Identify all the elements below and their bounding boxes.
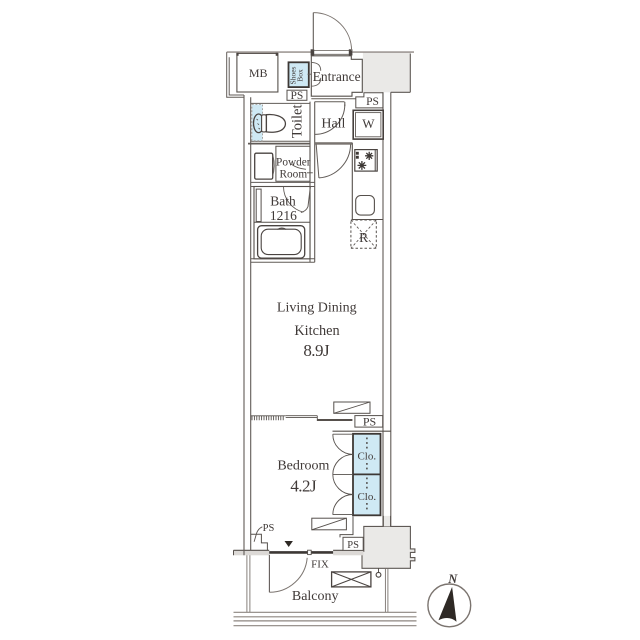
svg-text:PS: PS [363,415,376,429]
svg-text:PS: PS [291,90,304,102]
svg-text:Hall: Hall [321,117,345,132]
svg-text:N: N [447,572,458,586]
svg-text:Balcony: Balcony [292,589,339,604]
svg-text:Toilet: Toilet [290,104,306,138]
svg-text:Living Dining: Living Dining [277,301,357,316]
svg-text:Clo.: Clo. [357,451,376,463]
svg-text:FIX: FIX [311,558,329,570]
svg-text:Box: Box [296,69,305,82]
svg-text:PS: PS [263,523,275,534]
svg-text:Entrance: Entrance [313,69,361,84]
svg-text:4.2J: 4.2J [290,477,317,496]
svg-text:W: W [362,116,375,131]
svg-text:8.9J: 8.9J [303,341,330,360]
svg-text:Bedroom: Bedroom [277,459,329,474]
svg-text:R: R [359,230,368,245]
svg-text:Kitchen: Kitchen [294,323,339,339]
svg-text:MB: MB [249,66,268,80]
svg-text:Powder: Powder [276,156,311,168]
svg-text:Clo.: Clo. [357,491,376,503]
svg-text:Room: Room [279,169,307,181]
svg-text:PS: PS [366,96,379,108]
svg-text:PS: PS [347,540,359,551]
svg-text:Bath: Bath [270,193,296,208]
svg-text:Shoes: Shoes [288,66,297,84]
svg-text:1216: 1216 [270,208,297,223]
